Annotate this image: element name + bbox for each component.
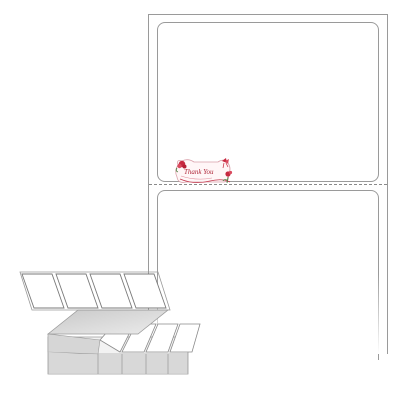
perforation-line: [149, 184, 387, 185]
label-sheet: Thank You: [148, 14, 388, 360]
rose-ribbon-icon: [175, 158, 233, 184]
thank-you-graphic: Thank You: [172, 155, 234, 187]
thank-you-text: Thank You: [184, 168, 214, 176]
fanfold-label-stack-icon: [19, 271, 201, 375]
label-top: Thank You: [157, 22, 379, 184]
fanfold-stack: [18, 262, 218, 392]
top-row-labels: [19, 271, 171, 311]
